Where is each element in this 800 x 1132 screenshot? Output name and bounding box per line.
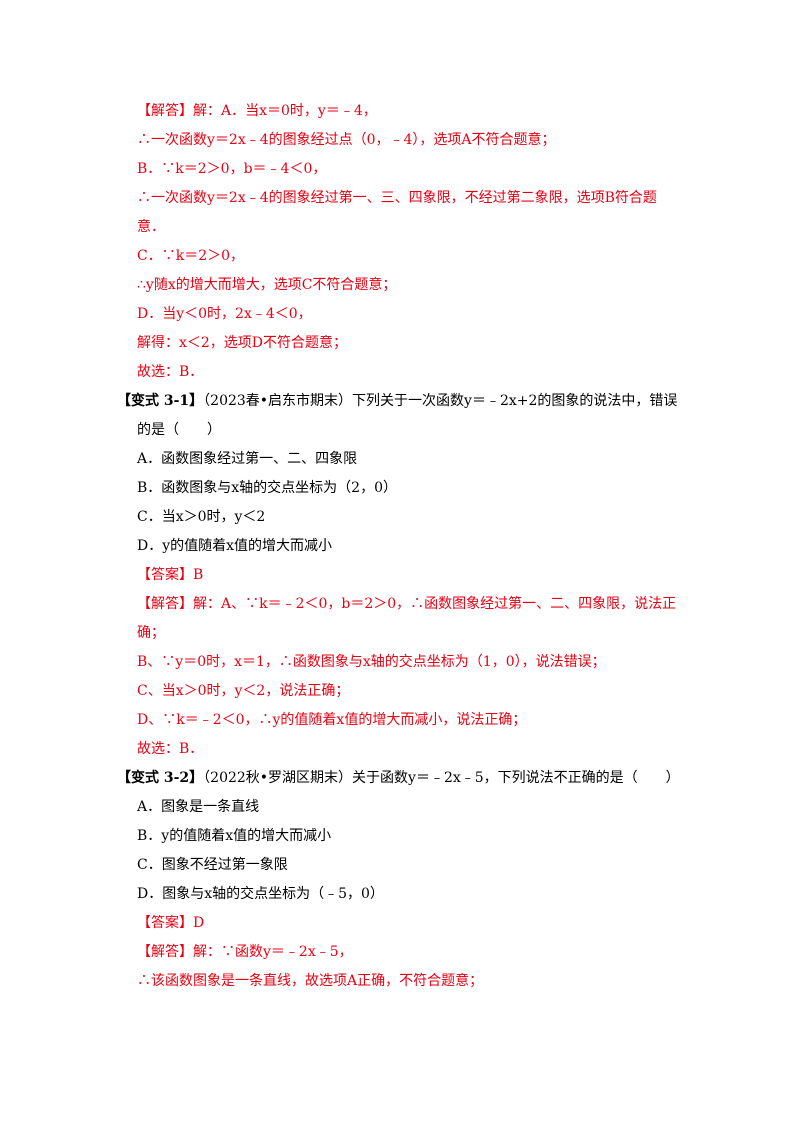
- option-c: C．图象不经过第一象限: [137, 857, 288, 873]
- question-3-2: 【变式 3-2】（2022秋•罗湖区期末）关于函数y＝﹣2x﹣5，下列说法不正确…: [117, 768, 680, 788]
- option-b: B．y的值随着x值的增大而减小: [137, 828, 332, 844]
- question-3-1: 【变式 3-1】（2023春•启东市期末）下列关于一次函数y＝﹣2x+2的图象的…: [117, 391, 677, 411]
- solution-line: ∴一次函数y＝2x﹣4的图象经过点（0，﹣4），选项A不符合题意；: [137, 132, 556, 148]
- solution-line: D．当y＜0时，2x﹣4＜0，: [137, 306, 312, 322]
- solution-line: 意．: [137, 219, 165, 235]
- question-text-continued: 的是（ ）: [137, 422, 221, 438]
- solution-line: D、∵k＝﹣2＜0，∴y的值随着x值的增大而减小，说法正确；: [137, 712, 527, 728]
- solution-line: 解得：x＜2，选项D不符合题意；: [137, 335, 348, 351]
- solution-line: C．∵k＝2＞0，: [137, 248, 245, 264]
- solution-line: C、当x＞0时，y＜2，说法正确；: [137, 683, 350, 699]
- option-a: A．图象是一条直线: [137, 799, 260, 815]
- answer: 【答案】D: [137, 915, 205, 931]
- option-b: B．函数图象与x轴的交点坐标为（2，0）: [137, 480, 397, 496]
- solution-line: ∴该函数图象是一条直线，故选项A正确，不符合题意；: [137, 973, 484, 989]
- solution-line: 【解答】解：∵函数y＝﹣2x﹣5，: [137, 944, 353, 960]
- solution-line: ∴y随x的增大而增大，选项C不符合题意；: [137, 277, 397, 293]
- option-a: A．函数图象经过第一、二、四象限: [137, 451, 358, 467]
- solution-line: B．∵k＝2＞0，b＝﹣4＜0，: [137, 161, 327, 177]
- answer: 【答案】B: [137, 567, 204, 583]
- solution-line: 【解答】解：A、∵k＝﹣2＜0，b＝2＞0，∴函数图象经过第一、二、四象限，说法…: [137, 596, 677, 612]
- solution-line: 故选：B．: [137, 364, 204, 380]
- variant-tag: 【变式 3-2】: [117, 770, 204, 786]
- solution-line: ∴一次函数y＝2x﹣4的图象经过第一、三、四象限，不经过第二象限，选项B符合题: [137, 190, 657, 206]
- variant-tag: 【变式 3-1】: [117, 393, 204, 409]
- solution-line: B、∵y＝0时，x＝1，∴函数图象与x轴的交点坐标为（1，0），说法错误；: [137, 654, 606, 670]
- solution-line: 故选：B．: [137, 741, 204, 757]
- question-text: （2023春•启东市期末）下列关于一次函数y＝﹣2x+2的图象的说法中，错误: [203, 393, 678, 409]
- option-d: D．y的值随着x值的增大而减小: [137, 538, 333, 554]
- option-d: D．图象与x轴的交点坐标为（﹣5，0）: [137, 886, 384, 902]
- question-text: （2022秋•罗湖区期末）关于函数y＝﹣2x﹣5，下列说法不正确的是（ ）: [203, 770, 680, 786]
- solution-line: 确；: [137, 625, 165, 641]
- option-c: C．当x＞0时，y＜2: [137, 509, 266, 525]
- solution-line: 【解答】解：A．当x＝0时，y＝﹣4，: [137, 103, 377, 119]
